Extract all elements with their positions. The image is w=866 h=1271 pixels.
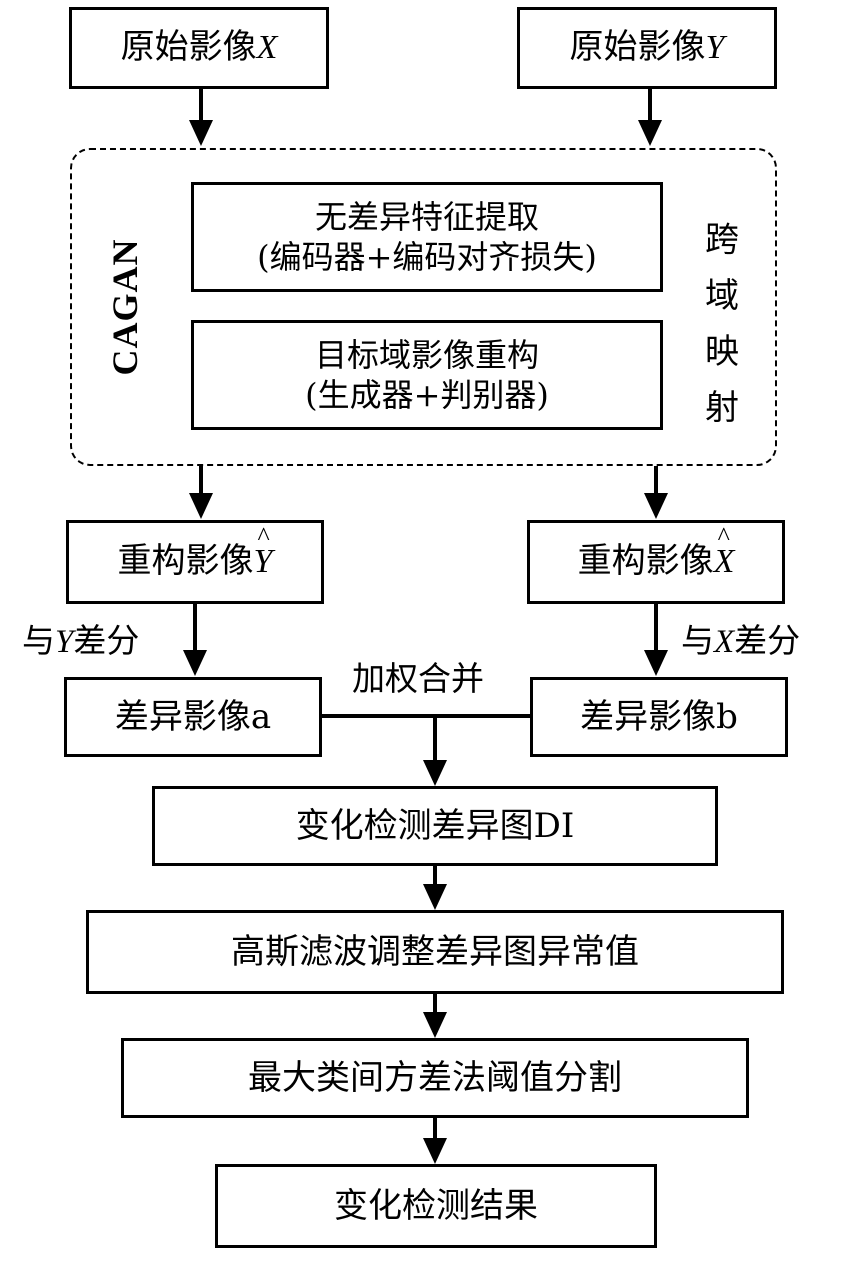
diff-with-x-label: 与X差分 xyxy=(681,621,801,660)
feature-extraction-box: 无差异特征提取 (编码器+编码对齐损失) xyxy=(191,182,663,292)
target-reconstruction-title: 目标域影像重构 xyxy=(314,336,539,374)
reconstructed-image-x: 重构影像X xyxy=(527,520,785,604)
target-reconstruction-detail: (生成器+判别器) xyxy=(305,376,549,414)
target-reconstruction-box: 目标域影像重构 (生成器+判别器) xyxy=(191,320,663,430)
recon-x-var: X xyxy=(714,521,735,584)
input-x-label: 原始影像 xyxy=(120,27,257,68)
difference-image-a: 差异影像a xyxy=(64,677,322,757)
recon-y-label: 重构影像 xyxy=(117,541,254,582)
feature-extraction-detail: (编码器+编码对齐损失) xyxy=(257,238,597,276)
input-x-var: X xyxy=(256,29,278,67)
cross-domain-mapping-label: 跨 域 映 射 xyxy=(705,220,739,428)
change-detection-result-box: 变化检测结果 xyxy=(215,1164,657,1248)
otsu-threshold-box: 最大类间方差法阈值分割 xyxy=(121,1038,749,1118)
cagan-label: CAGAN xyxy=(105,238,145,376)
difference-map-di-box: 变化检测差异图DI xyxy=(152,786,718,866)
cagan-frame xyxy=(70,148,777,466)
input-image-x: 原始影像X xyxy=(69,7,329,89)
recon-x-label: 重构影像 xyxy=(577,541,714,582)
input-image-y: 原始影像Y xyxy=(517,7,777,89)
gaussian-filter-box: 高斯滤波调整差异图异常值 xyxy=(86,910,784,994)
feature-extraction-title: 无差异特征提取 xyxy=(314,198,539,236)
input-y-var: Y xyxy=(705,29,725,67)
recon-y-var: Y xyxy=(254,521,273,584)
reconstructed-image-y: 重构影像Y xyxy=(66,520,324,604)
input-y-label: 原始影像 xyxy=(569,27,706,68)
difference-image-b: 差异影像b xyxy=(530,677,788,757)
diff-with-y-label: 与Y差分 xyxy=(22,621,140,660)
weighted-merge-label: 加权合并 xyxy=(352,659,484,698)
